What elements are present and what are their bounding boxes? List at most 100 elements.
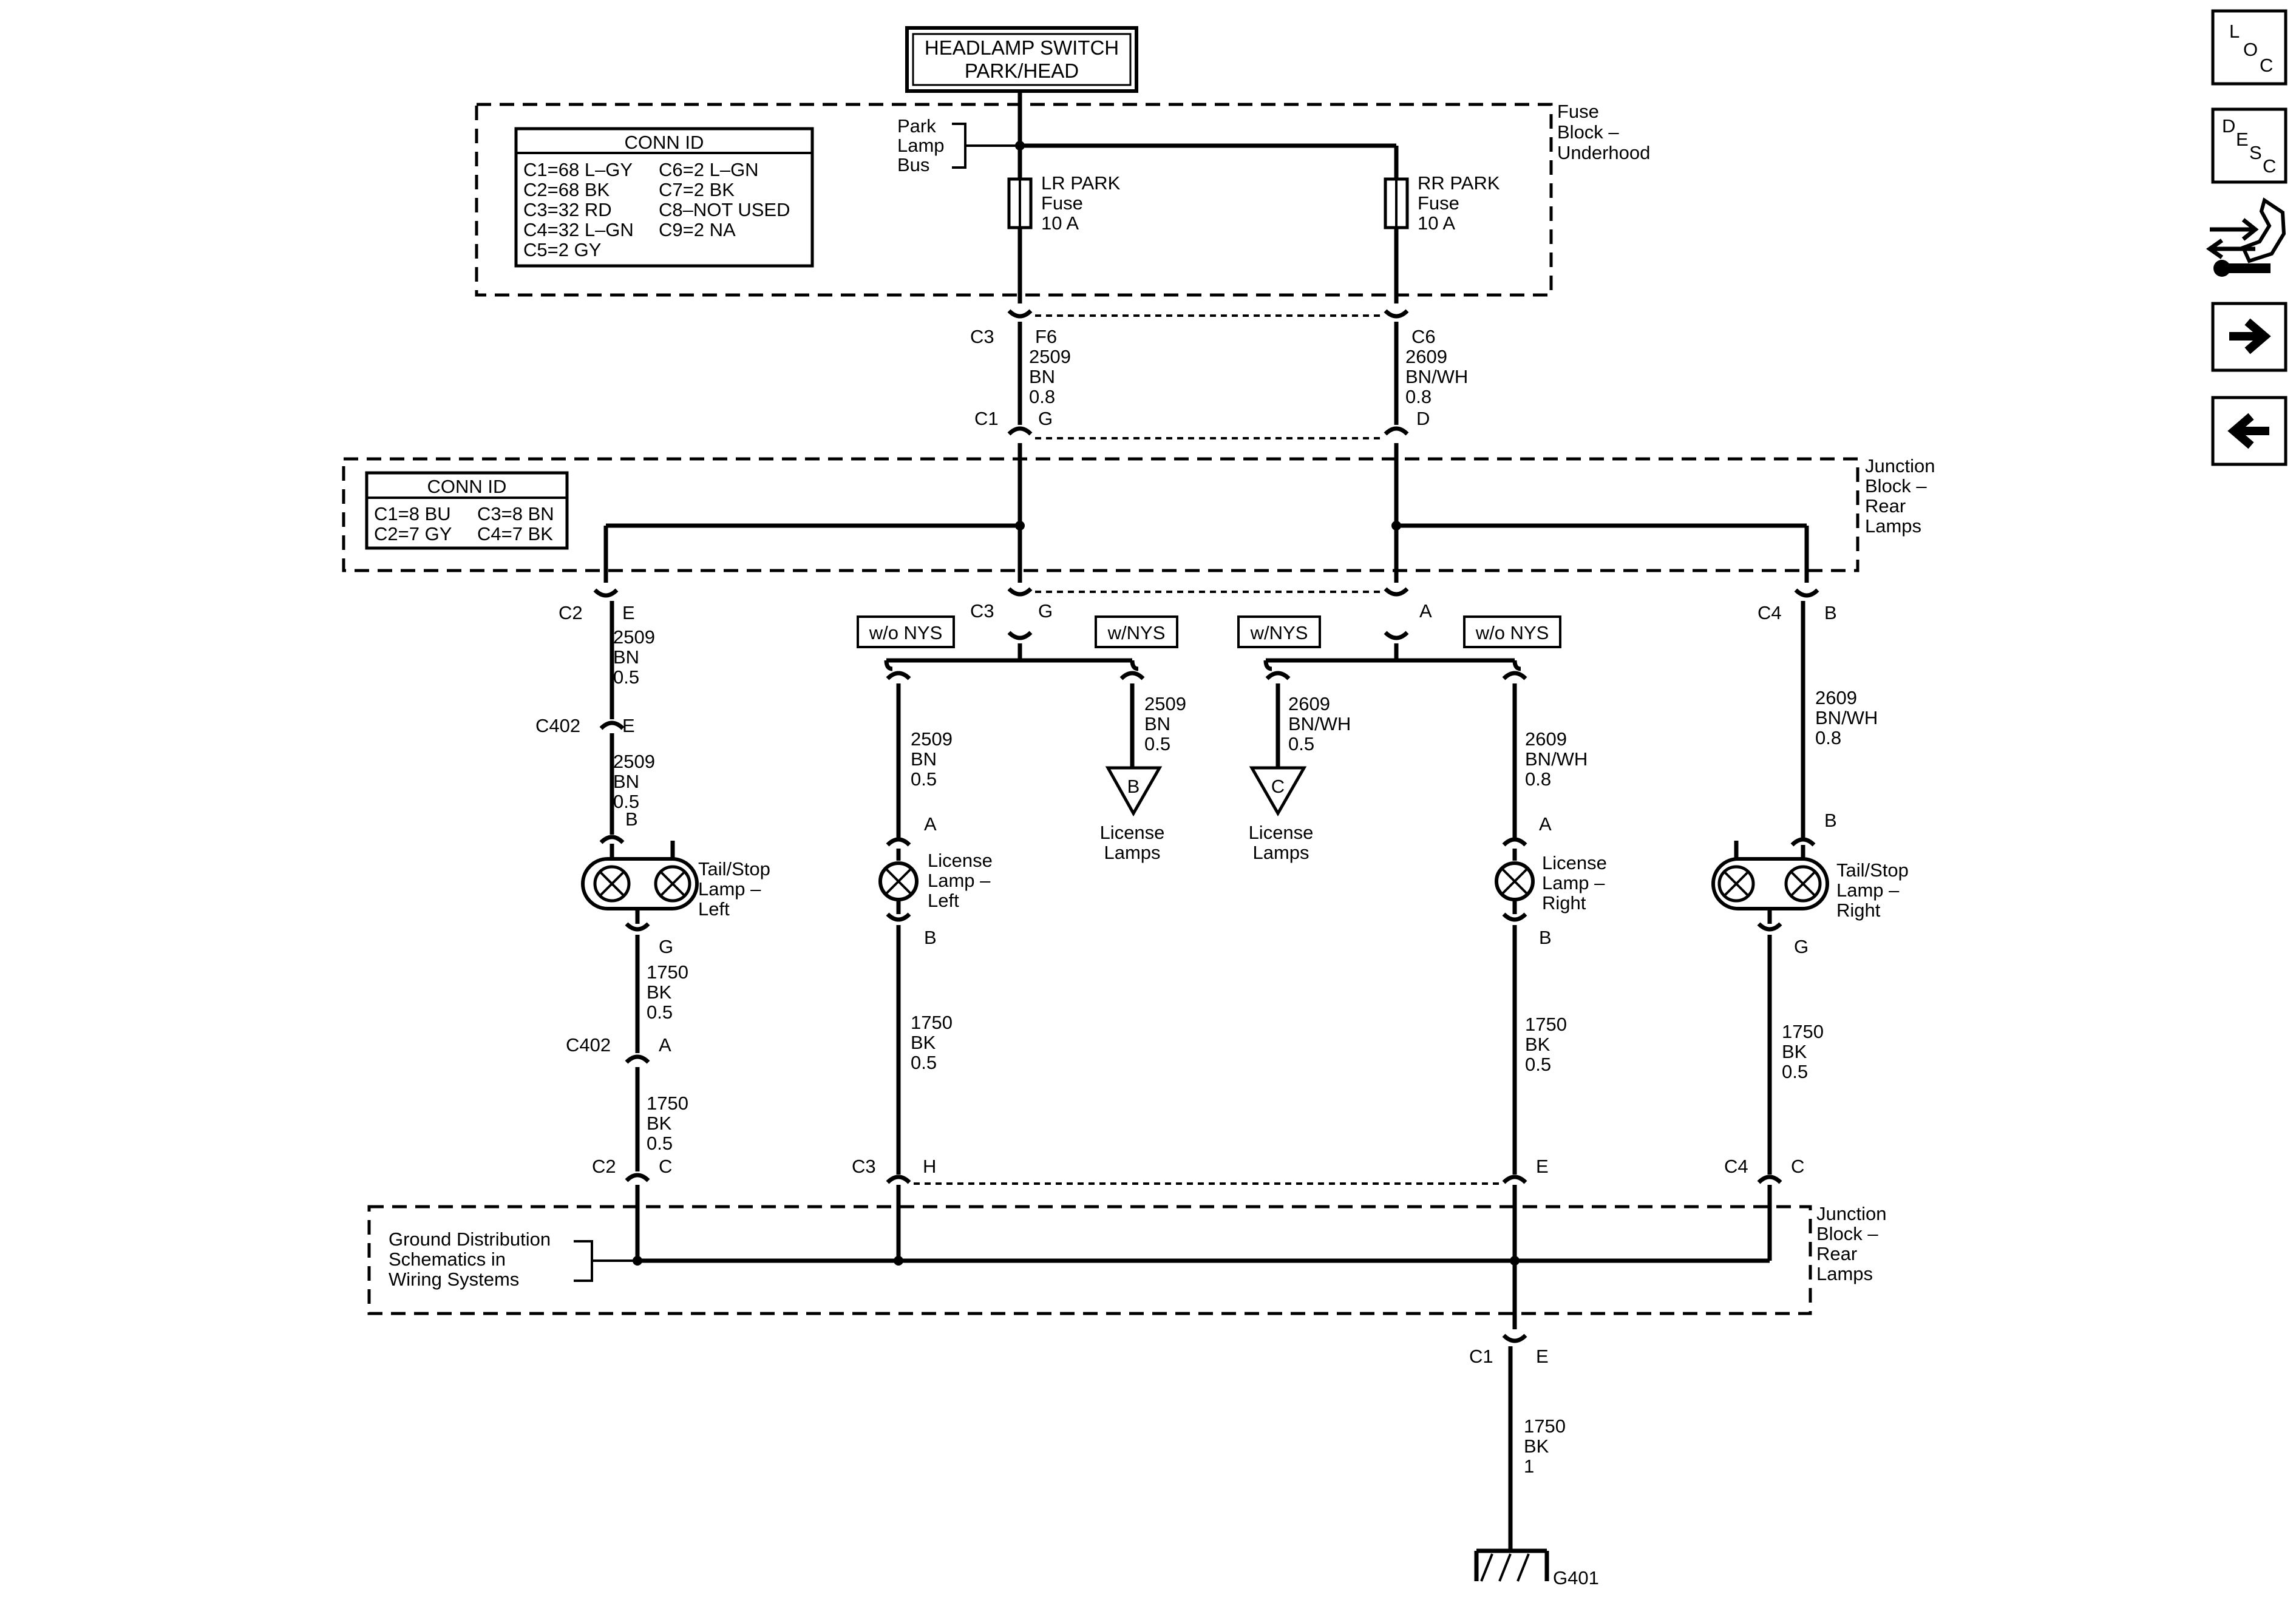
junction-label: Rear (1865, 495, 1906, 517)
component-label: Lamp – (928, 870, 991, 891)
license-lamp-left-circuit: 2509 BN 0.5 A License Lamp – Left B 1750… (852, 671, 993, 1184)
ground-note: Ground Distribution (389, 1229, 551, 1250)
pin-label: C (659, 1156, 672, 1177)
fuse-conn-row: C2=68 BK (523, 179, 610, 200)
license-lamp-right (1495, 861, 1535, 901)
wire-label: 2609 (1815, 687, 1857, 708)
nav-loc-letter: C (2260, 55, 2273, 76)
license-lamp-left (878, 861, 919, 901)
feed-wires-fuse-to-junction: C3 F6 2509 BN 0.8 C6 2609 BN/WH 0.8 C1 G… (970, 309, 1468, 439)
junction-conn-title: CONN ID (427, 476, 507, 497)
fuse-block-conn-id-table: CONN ID C1=68 L–GY C6=2 L–GN C2=68 BK C7… (514, 127, 814, 268)
rr-park-fuse-label: 10 A (1418, 212, 1455, 234)
wire-label: 1750 (647, 961, 688, 983)
wire-label: 0.5 (1782, 1061, 1808, 1082)
component-label: Right (1542, 892, 1586, 914)
junction-conn-row: C1=8 BU (374, 503, 451, 524)
wire-label: 1750 (1524, 1415, 1566, 1437)
nav-prev-button[interactable] (2211, 396, 2288, 466)
component-label: Lamps (1252, 842, 1309, 863)
ground-symbol-icon (1474, 1548, 1549, 1582)
off-page-triangle-b (1105, 766, 1163, 817)
junction-label: Block – (1816, 1223, 1878, 1244)
main-ground-circuit: C1 E 1750 BK 1 G401 (1469, 1334, 1599, 1588)
wire-label: 0.5 (1288, 733, 1314, 754)
component-label: Right (1836, 900, 1881, 921)
fuse-block-label-3: Underhood (1557, 142, 1650, 163)
fuse-block-underhood: Fuse Block – Underhood CONN ID C1=68 L–G… (475, 91, 1650, 303)
wire-label: 0.5 (647, 1002, 673, 1023)
conn-label: C402 (566, 1034, 611, 1056)
wire-label: BN/WH (1525, 748, 1588, 770)
nav-next-button[interactable] (2211, 302, 2288, 372)
wire-label: BN/WH (1815, 707, 1878, 728)
component-label: Lamp – (1836, 880, 1900, 901)
junction-conn-row: C3=8 BN (477, 503, 554, 524)
component-label: License (928, 850, 993, 871)
junction-label: Rear (1816, 1243, 1857, 1264)
wire-label: 0.5 (647, 1133, 673, 1154)
junction-conn-row: C2=7 GY (374, 523, 452, 544)
nav-desc-letter: D (2222, 115, 2235, 137)
wire-label: 0.8 (1029, 386, 1055, 407)
component-label: Lamps (1104, 842, 1160, 863)
pin-label: B (1824, 810, 1837, 831)
option-w-nys-right: w/NYS (1237, 615, 1321, 648)
rr-park-fuse-label: RR PARK (1418, 172, 1500, 194)
pin-label: G (1794, 936, 1809, 957)
pin-label: F6 (1035, 326, 1057, 347)
wire-label: 1750 (1525, 1014, 1567, 1035)
license-lamps-reference-c: 2609 BN/WH 0.5 C License Lamps (1249, 671, 1351, 863)
connector-symbol (1007, 426, 1033, 436)
wire-label: 2509 (1029, 346, 1071, 367)
component-label: Lamp – (698, 878, 761, 900)
wire-label: BK (1782, 1041, 1807, 1062)
wire-label: 1 (1524, 1456, 1534, 1477)
conn-label: C3 (852, 1156, 876, 1177)
wire-label: 0.5 (911, 768, 937, 790)
wire-label: 0.8 (1405, 386, 1432, 407)
conn-label: C4 (1724, 1156, 1748, 1177)
pin-label: H (923, 1156, 936, 1177)
wire-label: 0.5 (613, 791, 639, 812)
lr-park-fuse-label: 10 A (1041, 212, 1079, 234)
conn-label: C6 (1411, 326, 1436, 347)
junction-label: Lamps (1865, 515, 1921, 537)
nav-desc-button[interactable]: D E S C (2211, 107, 2288, 184)
junction-conn-row: C4=7 BK (477, 523, 553, 544)
pin-label: E (1536, 1156, 1549, 1177)
pin-label: B (924, 927, 937, 948)
wire-label: 0.5 (911, 1052, 937, 1073)
component-label: Left (698, 898, 730, 920)
pin-label: D (1416, 408, 1430, 429)
option-w-o-nys-left: w/o NYS (857, 615, 955, 648)
wire-label: 1750 (911, 1012, 953, 1033)
fuse-block-label-2: Block – (1557, 121, 1619, 143)
component-label: Left (928, 890, 959, 911)
component-label: Lamp – (1542, 872, 1605, 893)
nav-loc-button[interactable]: L O C (2211, 9, 2288, 86)
component-label: License (1100, 822, 1165, 843)
fuse-conn-row: C8–NOT USED (659, 199, 790, 220)
connector-tool-icon[interactable] (2206, 197, 2286, 277)
license-lamps-reference-b: 2509 BN 0.5 B License Lamps (1100, 671, 1186, 863)
wire-label: 0.8 (1525, 768, 1551, 790)
pin-label: G (1038, 600, 1053, 622)
wire-label: 2509 (613, 751, 655, 772)
switch-title: HEADLAMP SWITCH (925, 36, 1119, 59)
conn-label: C402 (535, 715, 580, 736)
fuse-block-label-1: Fuse (1557, 101, 1599, 122)
junction-label: Lamps (1816, 1263, 1873, 1284)
fuse-conn-row: C7=2 BK (659, 179, 735, 200)
component-label: Tail/Stop (1836, 859, 1909, 881)
tail-lamp-left-circuit: C2 E 2509 BN 0.5 C402 E 2509 BN 0.5 B Ta… (535, 588, 770, 1182)
option-label: w/o NYS (1475, 622, 1549, 643)
junction-label: Junction (1865, 455, 1935, 476)
reference-letter: B (1127, 776, 1140, 797)
lr-park-fuse-label: LR PARK (1041, 172, 1121, 194)
pin-label: G (659, 936, 673, 957)
wire-label: BN (911, 748, 937, 770)
park-lamp-bus-label: Park (897, 115, 936, 137)
wire-label: BK (1525, 1034, 1550, 1055)
